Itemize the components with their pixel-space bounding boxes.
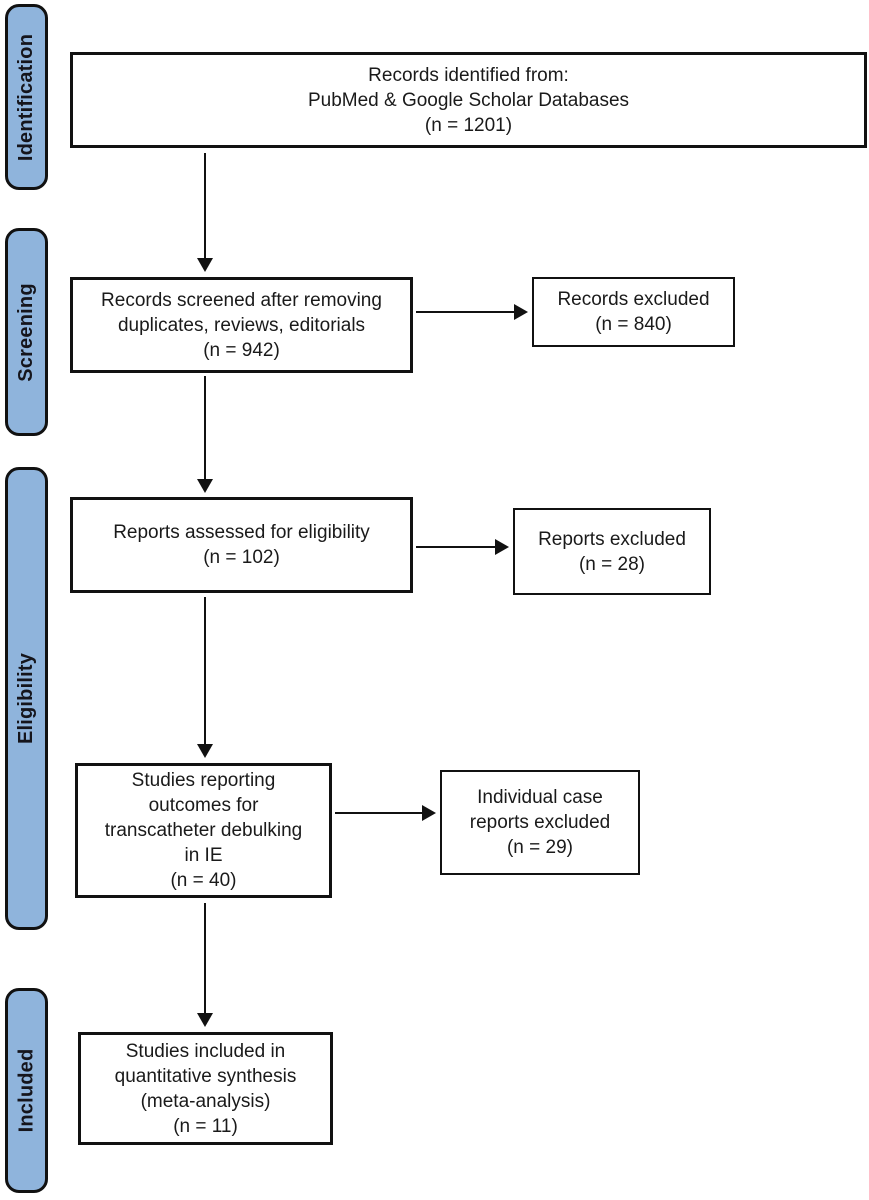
arrow-shaft xyxy=(335,812,423,814)
records-excluded-box: Records excluded (n = 840) xyxy=(532,277,735,347)
box-line: outcomes for xyxy=(148,795,259,816)
arrow-shaft xyxy=(416,546,496,548)
arrow-assessed-to-reports-excluded xyxy=(416,539,509,555)
box-line: (n = 28) xyxy=(578,553,645,575)
box-line: (meta-analysis) xyxy=(140,1090,271,1112)
arrow-head-icon xyxy=(422,805,436,821)
box-line: Studies reporting xyxy=(131,770,276,791)
box-line: Reports assessed for eligibility xyxy=(113,522,370,543)
stage-eligibility: Eligibility xyxy=(5,467,48,930)
arrow-studies-to-case-excluded xyxy=(335,805,436,821)
box-line: (n = 102) xyxy=(203,547,280,568)
stage-screening: Screening xyxy=(5,228,48,436)
box-line: duplicates, reviews, editorials xyxy=(117,314,366,336)
arrow-head-icon xyxy=(495,539,509,555)
records-screened-box: Records screened after removing duplicat… xyxy=(70,277,413,373)
arrow-shaft xyxy=(204,597,206,745)
arrow-head-icon xyxy=(514,304,528,320)
box-line: (n = 840) xyxy=(595,314,672,335)
studies-included-box: Studies included in quantitative synthes… xyxy=(78,1032,333,1145)
stage-included-label: Included xyxy=(15,1048,38,1133)
arrow-identified-to-screened xyxy=(197,153,213,272)
stage-identification: Identification xyxy=(5,4,48,190)
stage-eligibility-label: Eligibility xyxy=(15,652,38,745)
box-line: Reports excluded xyxy=(538,528,686,550)
box-line: quantitative synthesis xyxy=(114,1065,297,1087)
box-line: Records excluded xyxy=(557,289,710,310)
box-line: Individual case xyxy=(477,787,603,808)
studies-outcomes-box: Studies reporting outcomes for transcath… xyxy=(75,763,332,898)
box-line: (n = 1201) xyxy=(424,114,513,136)
reports-excluded-box: Reports excluded (n = 28) xyxy=(513,508,711,595)
arrow-head-icon xyxy=(197,744,213,758)
arrow-screened-to-records-excluded xyxy=(416,304,528,320)
arrow-head-icon xyxy=(197,258,213,272)
arrow-shaft xyxy=(416,311,515,313)
stage-screening-label: Screening xyxy=(15,282,37,382)
box-line: Records identified from: xyxy=(368,64,569,86)
box-line: (n = 11) xyxy=(173,1115,238,1137)
arrow-shaft xyxy=(204,903,206,1014)
box-line: in IE xyxy=(184,845,223,866)
reports-assessed-box: Reports assessed for eligibility (n = 10… xyxy=(70,497,413,593)
arrow-shaft xyxy=(204,376,206,480)
box-line: (n = 942) xyxy=(203,339,280,361)
box-line: PubMed & Google Scholar Databases xyxy=(307,89,630,111)
box-line: (n = 29) xyxy=(506,837,573,858)
case-reports-excluded-box: Individual case reports excluded (n = 29… xyxy=(440,770,640,875)
box-line: Studies included in xyxy=(125,1040,286,1062)
box-line: transcatheter debulking xyxy=(104,820,303,841)
stage-included: Included xyxy=(5,988,48,1193)
arrow-head-icon xyxy=(197,479,213,493)
records-identified-box: Records identified from: PubMed & Google… xyxy=(70,52,867,148)
box-line: (n = 40) xyxy=(170,870,237,891)
arrow-head-icon xyxy=(197,1013,213,1027)
box-line: Records screened after removing xyxy=(101,289,382,311)
arrow-shaft xyxy=(204,153,206,259)
arrow-studies-to-included xyxy=(197,903,213,1027)
arrow-screened-to-assessed xyxy=(197,376,213,493)
stage-identification-label: Identification xyxy=(15,33,37,161)
arrow-assessed-to-studies xyxy=(197,597,213,758)
box-line: reports excluded xyxy=(469,812,611,833)
